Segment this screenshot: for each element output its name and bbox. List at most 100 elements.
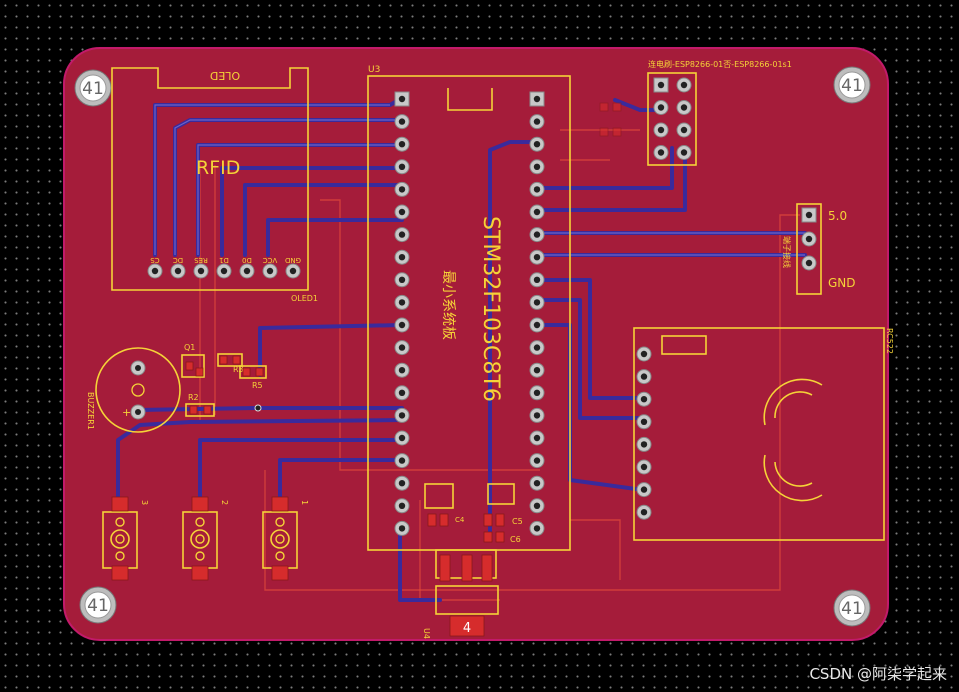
u3-designator: U3 xyxy=(368,65,380,75)
mount-hole-tr: 41 xyxy=(833,66,871,104)
stm32-right-pin xyxy=(529,340,545,356)
push-button-label: 3 xyxy=(140,500,149,505)
esp-pin xyxy=(653,100,669,115)
oled-designator: OLED1 xyxy=(291,294,318,303)
c4-capacitor: C4 xyxy=(424,483,465,527)
oled-pin xyxy=(170,263,186,279)
mount-hole-label: 41 xyxy=(87,596,109,616)
c6-label: C6 xyxy=(510,535,521,544)
mount-hole-bl: 41 xyxy=(79,586,117,624)
r3-label: R3 xyxy=(233,365,244,374)
watermark: CSDN @阿柒学起来 xyxy=(809,665,947,683)
stm32-left-pin xyxy=(394,498,410,514)
oled-pin xyxy=(193,263,209,279)
stm32-right-pin xyxy=(529,475,545,491)
power-pin xyxy=(801,207,817,223)
oled-pin-label: VCC xyxy=(263,256,278,264)
stm32-left-pin xyxy=(394,475,410,491)
rc522-pin xyxy=(636,414,652,430)
stm32-left-pin xyxy=(394,317,410,333)
esp-pin xyxy=(676,122,692,138)
stm32-module: U3 STM32F103C8T6 最小系统板 xyxy=(367,65,571,551)
oled-pin xyxy=(285,263,301,279)
rc522-module: RC522 xyxy=(633,327,894,541)
rc522-pin xyxy=(636,436,652,452)
stm32-right-pin xyxy=(529,181,545,197)
esp-pin xyxy=(653,122,669,138)
oled-pin-label: RES xyxy=(194,256,208,264)
stm32-right-pin xyxy=(529,294,545,310)
stm32-right-pin xyxy=(529,498,545,514)
push-button-2: 2 xyxy=(182,496,229,581)
stm32-right-pin xyxy=(529,362,545,378)
buzzer-plus: + xyxy=(122,406,131,419)
oled-pin-label: GND xyxy=(285,256,301,264)
stm32-right-pin xyxy=(529,520,545,536)
stm32-right-pin xyxy=(529,204,545,220)
stm32-right-pin xyxy=(529,91,545,107)
stm32-left-pin xyxy=(394,385,410,401)
q1-transistor: Q1 xyxy=(181,343,205,378)
stm32-left-pin xyxy=(394,340,410,356)
mount-hole-label: 41 xyxy=(82,79,104,99)
c6-capacitor: C6 xyxy=(483,531,521,544)
push-button-3: 3 xyxy=(102,496,149,581)
u4-pad-value: 4 xyxy=(463,621,471,636)
stm32-right-pin xyxy=(529,114,545,130)
rc522-pin xyxy=(636,482,652,498)
buzzer-label: BUZZER1 xyxy=(86,392,95,430)
power-note: 端子接线 xyxy=(782,236,792,268)
push-buttons: 3 2 1 xyxy=(102,496,309,581)
c5-label: C5 xyxy=(512,517,523,526)
oled-pin-label: D0 xyxy=(242,256,252,264)
oled-pin-label: D1 xyxy=(219,256,229,264)
stm32-right-pin xyxy=(529,317,545,333)
mount-hole-label: 41 xyxy=(841,76,863,96)
u4-label: U4 xyxy=(422,628,431,639)
power-gnd-label: GND xyxy=(828,276,856,290)
r3-resistor: R3 xyxy=(217,353,244,374)
push-button-1: 1 xyxy=(262,496,309,581)
stm32-right-pin xyxy=(529,227,545,243)
push-button-label: 2 xyxy=(220,500,229,505)
stm32-left-pin xyxy=(394,407,410,423)
stm32-left-pin xyxy=(394,181,410,197)
esp8266-header: 连电刷-ESP8266-01否-ESP8266-01s1 xyxy=(599,59,792,166)
stm32-left-pin xyxy=(394,91,410,107)
oled-pin xyxy=(147,263,163,279)
esp-pin xyxy=(676,77,692,93)
rc522-pin xyxy=(636,504,652,520)
stm32-left-pin xyxy=(394,114,410,130)
oled-pin xyxy=(239,263,255,279)
stm32-right-pin xyxy=(529,407,545,423)
power-5v-label: 5.0 xyxy=(828,209,847,223)
stm32-subtitle: 最小系统板 xyxy=(440,270,456,340)
esp-pin xyxy=(676,100,692,115)
mount-hole-label: 41 xyxy=(841,599,863,619)
stm32-left-pin xyxy=(394,227,410,243)
r5-resistor: R5 xyxy=(239,365,267,390)
esp-pin xyxy=(653,77,669,93)
stm32-right-pin xyxy=(529,136,545,152)
rc522-pin xyxy=(636,391,652,407)
oled-label: OLED xyxy=(210,69,240,82)
c5-capacitor: C5 xyxy=(483,483,523,527)
stm32-chip-name: STM32F103C8T6 xyxy=(478,216,503,402)
power-terminal: 5.0 GND 端子接线 xyxy=(782,203,856,295)
stm32-left-pin xyxy=(394,430,410,446)
push-button-label: 1 xyxy=(300,500,309,505)
stm32-left-header xyxy=(394,91,410,536)
r2-resistor: R2 xyxy=(185,393,215,417)
stm32-right-pin xyxy=(529,453,545,469)
stm32-left-pin xyxy=(394,204,410,220)
r5-label: R5 xyxy=(252,381,263,390)
stm32-left-pin xyxy=(394,272,410,288)
oled-pin-label: CS xyxy=(150,256,160,264)
mount-hole-tl: 41 xyxy=(74,69,112,107)
rfid-text: RFID xyxy=(196,157,240,179)
via xyxy=(254,404,262,412)
esp-pin xyxy=(653,145,669,160)
